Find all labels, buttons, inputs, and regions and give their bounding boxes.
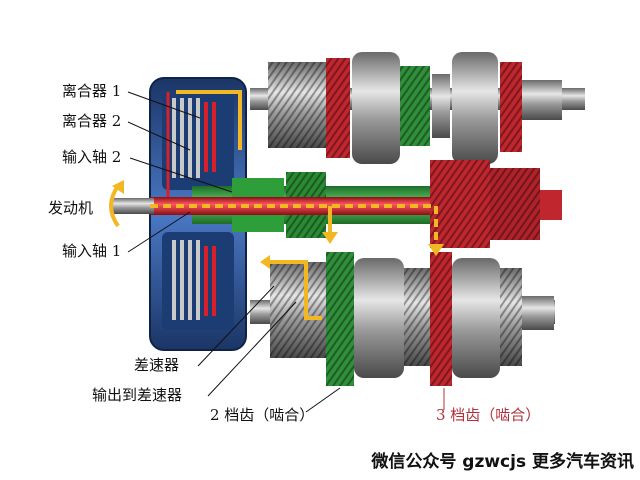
- label-gear3: 3 档齿（啮合）: [436, 406, 541, 424]
- input-shaft-1: [150, 160, 562, 248]
- lower-synchro-1: [354, 258, 404, 378]
- power-flow: [150, 90, 444, 320]
- label-output-to-diff: 输出到差速器: [92, 386, 183, 404]
- watermark-text: 微信公众号 gzwcjs 更多汽车资讯: [371, 452, 634, 472]
- upper-shaft: [250, 52, 585, 164]
- label-differential: 差速器: [134, 356, 180, 374]
- engine-input: [109, 180, 154, 228]
- label-engine: 发动机: [48, 199, 94, 217]
- label-gear2: 2 档齿（啮合）: [210, 406, 315, 424]
- label-input-shaft1: 输入轴 1: [62, 242, 122, 260]
- label-clutch2: 离合器 2: [62, 112, 122, 130]
- leader-lines: [127, 91, 341, 413]
- lower-shaft: [250, 252, 555, 386]
- label-input-shaft2: 输入轴 2: [62, 148, 122, 166]
- label-clutch1: 离合器 1: [62, 82, 122, 100]
- upper-synchro-1: [352, 52, 400, 164]
- upper-synchro-2: [452, 52, 498, 164]
- lower-synchro-2: [452, 258, 500, 378]
